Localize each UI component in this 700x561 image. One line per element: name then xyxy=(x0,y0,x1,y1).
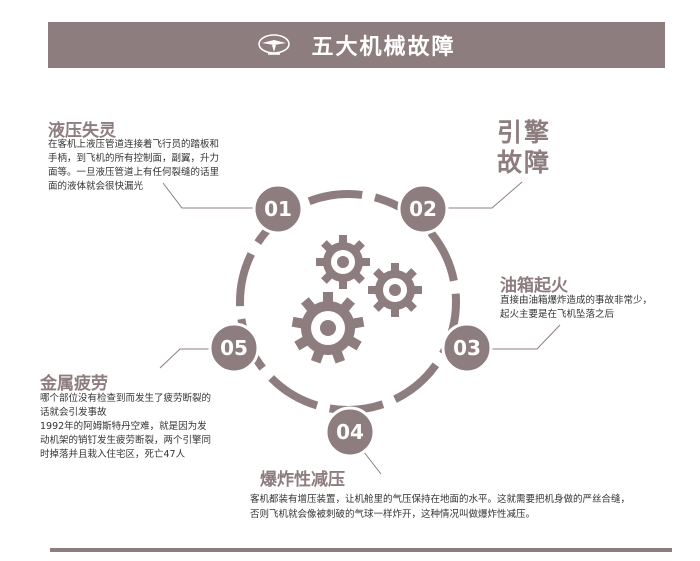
metal-fatigue-title: 金属疲劳 xyxy=(40,374,108,394)
node-03: 03 xyxy=(441,322,493,374)
svg-text:03: 03 xyxy=(453,336,481,360)
node-01: 01 xyxy=(252,183,304,235)
header-banner: 五大机械故障 xyxy=(48,22,665,68)
connector-02 xyxy=(442,181,523,209)
fuel-tank-title: 油箱起火 xyxy=(500,276,568,296)
connector-01 xyxy=(162,182,258,209)
decompression-text: 客机都装有增压装置，让机舱里的气压保持在地面的水平。这就需要把机身做的严丝合缝，… xyxy=(250,494,631,520)
metal-fatigue-text: 哪个部位没有检查到而发生了疲劳断裂的 话就会引发事故 1992年的阿姆斯特丹空难… xyxy=(40,393,212,460)
gear-icon xyxy=(291,235,422,364)
fuel-tank-text: 直接由油箱爆炸造成的事故非常少， 起火主要是在飞机坠落之后 xyxy=(500,295,653,320)
node-02: 02 xyxy=(397,183,449,235)
svg-text:05: 05 xyxy=(220,336,248,360)
bottom-divider xyxy=(50,548,672,552)
page-title: 五大机械故障 xyxy=(311,35,456,60)
node-04: 04 xyxy=(324,406,376,458)
airplane-icon xyxy=(258,34,291,55)
hydraulic-title: 液压失灵 xyxy=(48,121,116,141)
svg-text:04: 04 xyxy=(336,420,364,444)
hydraulic-text: 在客机上液压管道连接着飞行员的踏板和 手柄，到飞机的所有控制面，副翼，升力 面等… xyxy=(48,139,220,192)
svg-text:02: 02 xyxy=(409,197,437,221)
node-05: 05 xyxy=(208,322,260,374)
engine-title: 引擎 故障 xyxy=(497,118,552,177)
svg-text:01: 01 xyxy=(264,197,292,221)
decompression-title: 爆炸性减压 xyxy=(260,470,345,490)
